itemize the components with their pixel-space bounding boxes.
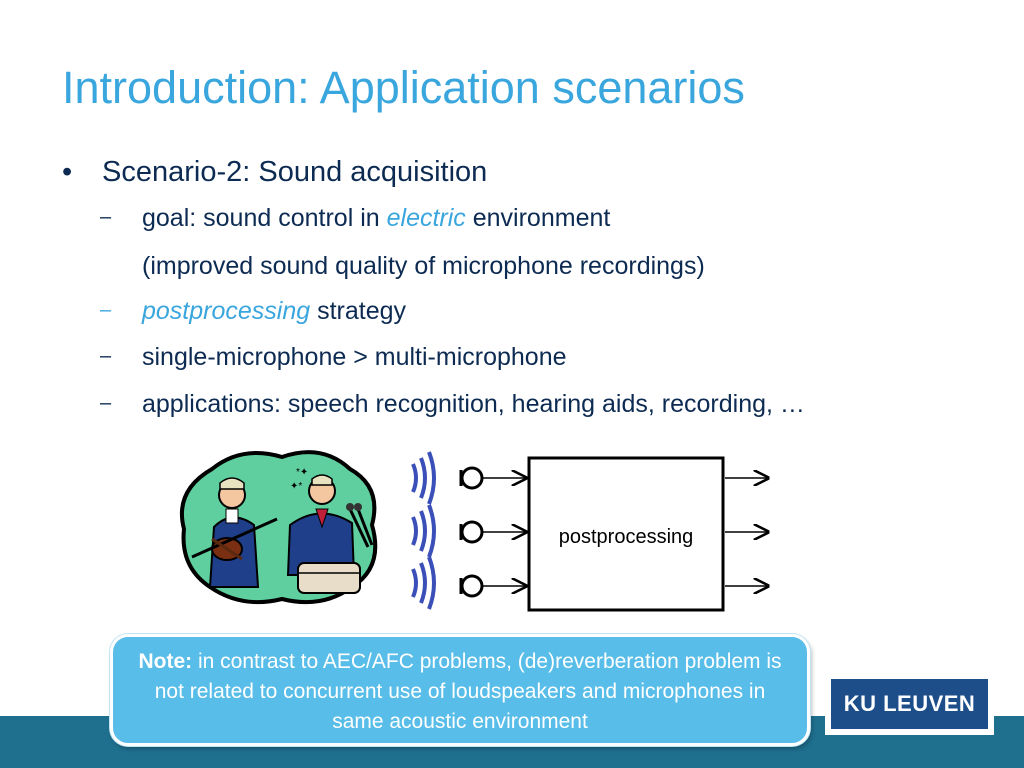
dash-marker: – [100, 392, 112, 414]
sub-item-goal: – goal: sound control in electric environ… [100, 204, 610, 233]
sub-item-text: goal: sound control in [142, 204, 387, 232]
microphone-icon [459, 574, 484, 598]
musicians-illustration: ✦* *✦ [179, 450, 378, 605]
sub-item-text: applications: speech recognition, hearin… [142, 390, 805, 418]
microphone-icon [459, 466, 484, 490]
sub-item-text: strategy [310, 297, 407, 325]
slide-title: Introduction: Application scenarios [62, 62, 745, 113]
main-bullet-text: Scenario-2: Sound acquisition [102, 156, 488, 188]
postprocessing-label: postprocessing [559, 526, 694, 548]
microphone-icon [459, 520, 484, 544]
note-box: Note: in contrast to AEC/AFC problems, (… [110, 634, 810, 746]
sub-item-applications: – applications: speech recognition, heari… [100, 390, 805, 419]
svg-text:*✦: *✦ [296, 467, 308, 478]
sound-wave-icon [411, 504, 436, 558]
sound-wave-icon [411, 556, 436, 610]
sub-item-text: (improved sound quality of microphone re… [142, 252, 705, 280]
sub-item-microphones: – single-microphone > multi-microphone [100, 343, 567, 372]
sub-item-text: environment [465, 204, 611, 232]
sound-wave-icon [411, 451, 436, 505]
svg-text:✦*: ✦* [290, 481, 302, 492]
emphasis-text: electric [386, 204, 466, 232]
emphasis-text: postprocessing [142, 297, 311, 325]
postprocessing-box [527, 456, 725, 612]
logo-text: KU LEUVEN [831, 679, 988, 729]
dash-marker: – [100, 299, 112, 321]
note-label: Note: [138, 650, 193, 673]
sub-item-text: single-microphone > multi-microphone [142, 343, 567, 371]
main-bullet: • Scenario-2: Sound acquisition [62, 156, 487, 189]
sub-item-strategy: – postprocessing strategy [100, 297, 406, 326]
bullet-marker: • [62, 156, 73, 188]
sub-item-goal-continuation: (improved sound quality of microphone re… [100, 252, 705, 281]
note-text: in contrast to AEC/AFC problems, (de)rev… [154, 650, 782, 733]
dash-marker: – [100, 345, 112, 367]
dash-marker: – [100, 206, 112, 228]
postprocessing-diagram: postprocessing [411, 451, 785, 612]
ku-leuven-logo: KU LEUVEN [825, 673, 994, 735]
